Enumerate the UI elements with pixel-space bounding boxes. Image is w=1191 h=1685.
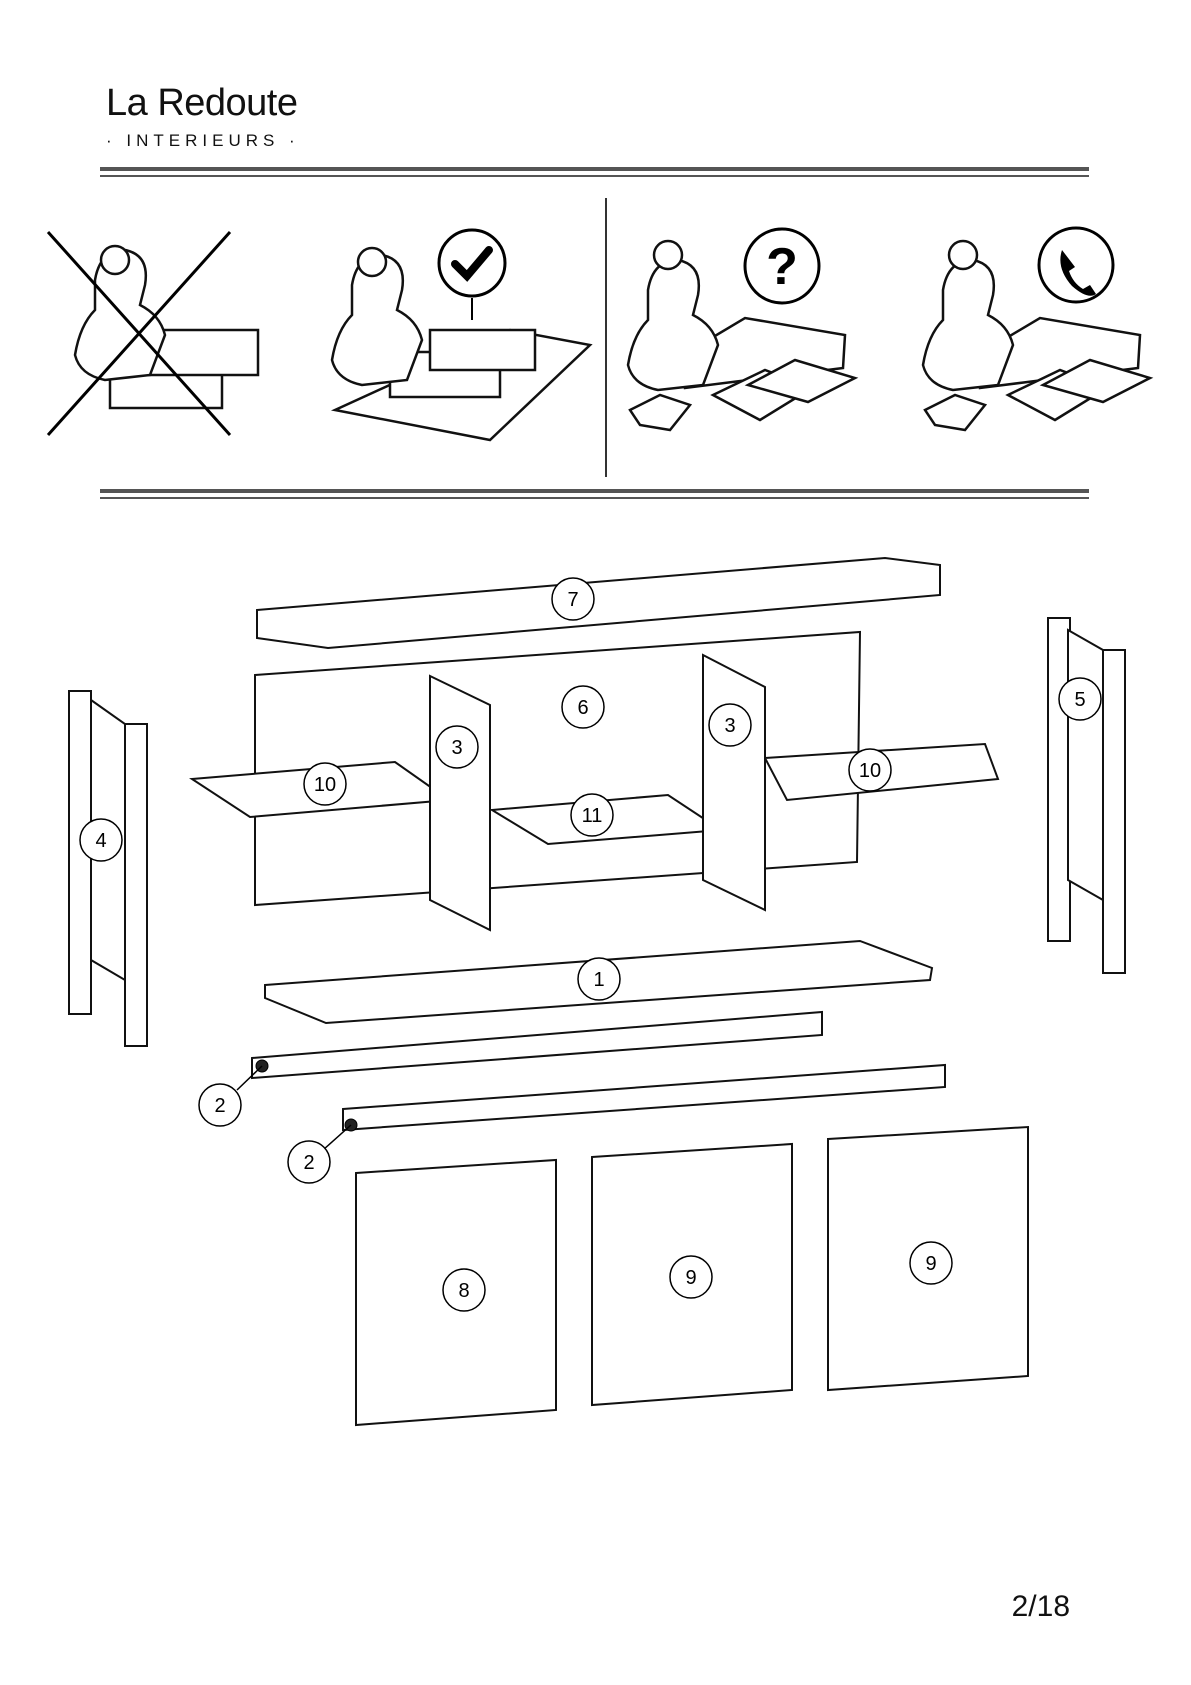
part-label: 11 <box>582 805 603 827</box>
part-label: 9 <box>925 1253 936 1275</box>
part-label: 8 <box>458 1280 469 1302</box>
panel-call-help <box>923 241 1150 430</box>
part-label: 6 <box>577 697 588 719</box>
part-label: 7 <box>567 589 578 611</box>
panel-hard-floor <box>75 246 258 408</box>
question-icon: ? <box>745 229 819 303</box>
part-label: 3 <box>451 737 462 759</box>
part-label: 10 <box>314 774 336 796</box>
part-label: 1 <box>593 969 604 991</box>
part-label: 5 <box>1074 689 1085 711</box>
panel-read-manual <box>628 241 855 430</box>
part-label: 2 <box>303 1152 314 1174</box>
svg-text:?: ? <box>766 238 798 296</box>
part-label: 2 <box>214 1095 225 1117</box>
phone-icon <box>1039 228 1113 302</box>
part-label: 9 <box>685 1267 696 1289</box>
part-label: 3 <box>724 715 735 737</box>
part-label: 10 <box>859 760 881 782</box>
check-icon <box>439 230 505 320</box>
part-label: 4 <box>95 830 106 852</box>
page-number: 2/18 <box>1012 1590 1070 1624</box>
